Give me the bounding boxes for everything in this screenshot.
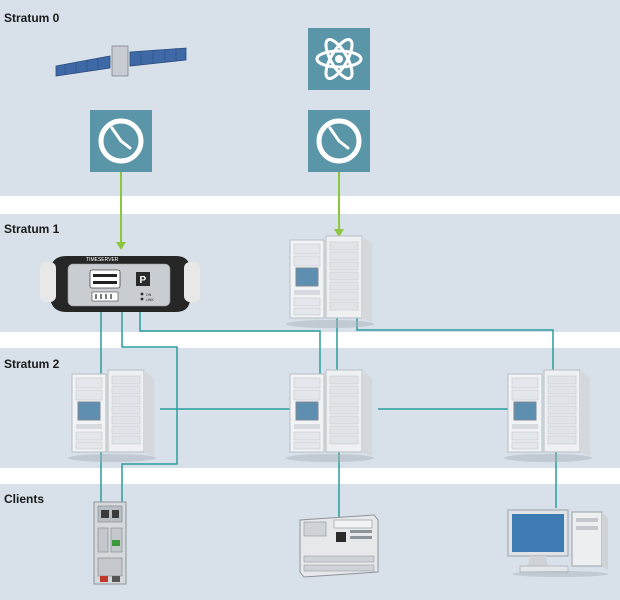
time-server-led-on: ON [146,293,152,297]
server-rack-icon [285,235,375,329]
atomic-clock-icon [308,28,370,90]
stratum-2-label: Stratum 2 [4,357,60,371]
io-module-icon [299,514,379,578]
server-rack-icon [67,369,157,463]
svg-text:P: P [140,275,147,286]
gps-satellite-icon [55,45,187,77]
clock-icon [308,110,370,172]
gps-links [116,172,344,250]
time-server-led-link: LINK [146,298,154,302]
link-ts-plc-a [121,310,178,504]
stratum-1-label: Stratum 1 [4,222,60,236]
gps-link-left-arrow [116,242,126,250]
link-ts-s2mid [139,310,321,386]
server-rack-icon [285,369,375,463]
clock-icon [90,110,152,172]
clients-label: Clients [4,492,45,506]
gps-link-right-arrow [334,229,344,237]
stratum-0-label: Stratum 0 [4,11,60,25]
time-server-device-icon: TIMESERVER P ON LINK [40,256,200,312]
server-rack-icon [503,369,593,463]
plc-controller-icon [93,501,127,585]
desktop-computer-icon [507,509,608,577]
time-server-brand-text: TIMESERVER [86,257,119,263]
